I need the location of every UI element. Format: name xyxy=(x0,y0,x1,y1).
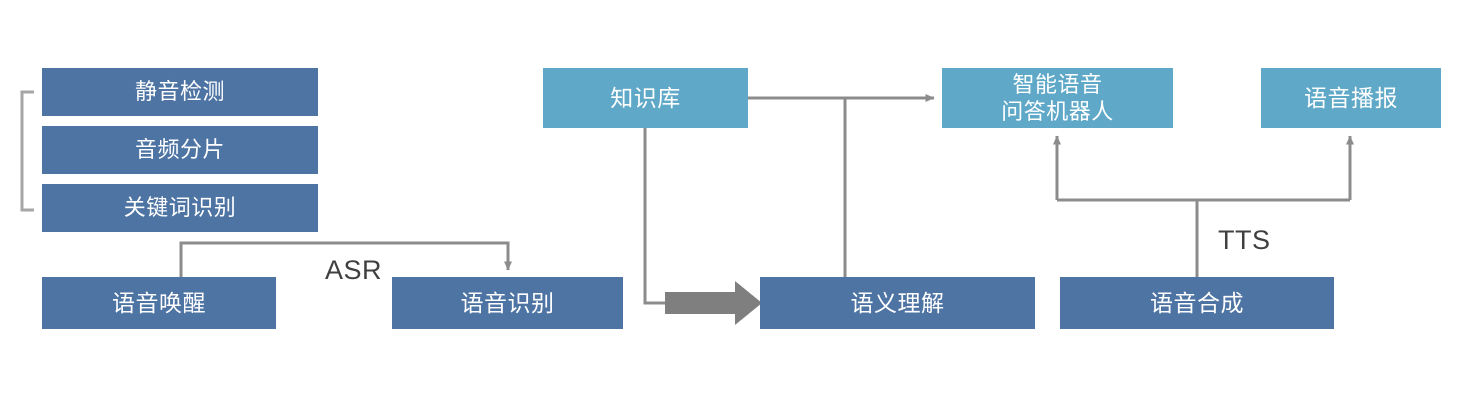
node-label-voice-wakeup: 语音唤醒 xyxy=(112,289,206,316)
node-label-keyword-recognition: 关键词识别 xyxy=(123,195,237,221)
node-label-audio-segmentation: 音频分片 xyxy=(134,137,225,163)
node-audio-segmentation[interactable]: 音频分片 xyxy=(42,126,318,174)
node-label-speech-synthesis: 语音合成 xyxy=(1150,289,1244,316)
node-speech-synthesis[interactable]: 语音合成 xyxy=(1060,277,1334,329)
node-label-speech-recognition: 语音识别 xyxy=(460,289,555,316)
node-silence-detection[interactable]: 静音检测 xyxy=(42,68,318,116)
node-label-qa-robot: 智能语音 问答机器人 xyxy=(1001,71,1114,125)
asr-connector xyxy=(179,241,512,277)
node-label-knowledge-base: 知识库 xyxy=(610,84,681,111)
node-label-silence-detection: 静音检测 xyxy=(134,79,225,105)
tts-label: TTS xyxy=(1218,225,1271,255)
block-arrow-to-semantic-understanding xyxy=(665,281,762,325)
node-voice-broadcast[interactable]: 语音播报 xyxy=(1261,68,1441,128)
node-keyword-recognition[interactable]: 关键词识别 xyxy=(42,184,318,232)
node-knowledge-base[interactable]: 知识库 xyxy=(543,68,748,128)
node-label-voice-broadcast: 语音播报 xyxy=(1304,84,1398,111)
left-group-bracket xyxy=(20,90,34,212)
node-qa-robot[interactable]: 智能语音 问答机器人 xyxy=(942,68,1173,128)
node-voice-wakeup[interactable]: 语音唤醒 xyxy=(42,277,276,329)
node-speech-recognition[interactable]: 语音识别 xyxy=(392,277,623,329)
asr-label: ASR xyxy=(325,255,383,285)
knowledge-base-to-semantic-connector xyxy=(643,128,672,305)
node-label-semantic-understanding: 语义理解 xyxy=(850,289,945,316)
node-semantic-understanding[interactable]: 语义理解 xyxy=(760,277,1035,329)
